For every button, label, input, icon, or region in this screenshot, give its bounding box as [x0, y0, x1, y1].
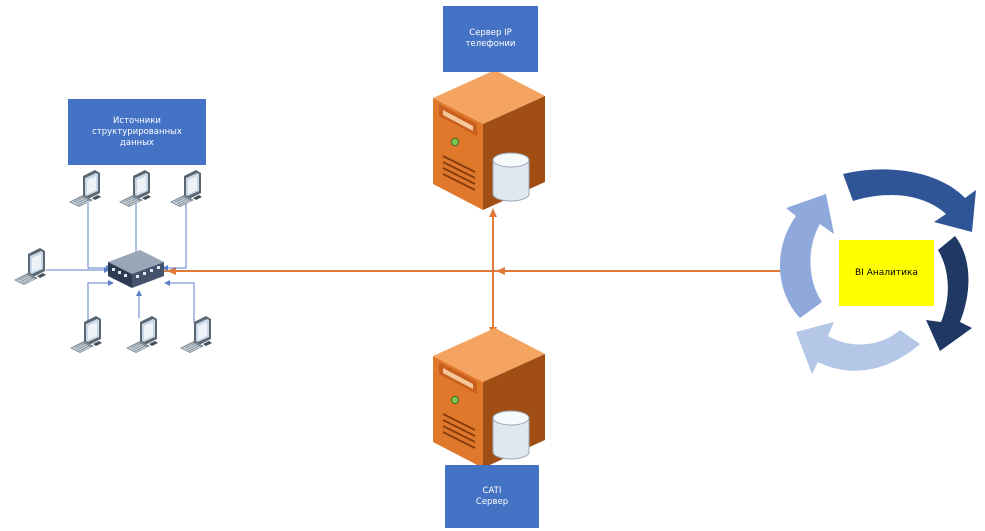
workstation-icon	[118, 169, 152, 208]
cycle-arrows-icon	[779, 169, 976, 374]
workstation-icon	[169, 169, 203, 208]
ip-server-icon	[432, 69, 546, 211]
network-switch-icon	[108, 250, 164, 288]
workstation-icon	[69, 315, 103, 354]
local-network-links	[46, 203, 195, 345]
workstation-icon	[179, 315, 213, 354]
workstation-icon	[13, 247, 47, 286]
cati-server-icon	[432, 327, 546, 469]
workstation-icon	[68, 169, 102, 208]
ip-telephony-server-label: Сервер IP телефонии	[443, 6, 538, 72]
local-link-arrows	[104, 265, 170, 296]
cati-server-label: CATI Сервер	[445, 465, 539, 528]
connection-lines	[160, 208, 780, 336]
bi-analytics-label: BI Аналитика	[839, 240, 934, 306]
workstation-icon	[125, 315, 159, 354]
structured-data-sources-label: Источники структурированных данных	[68, 99, 206, 165]
